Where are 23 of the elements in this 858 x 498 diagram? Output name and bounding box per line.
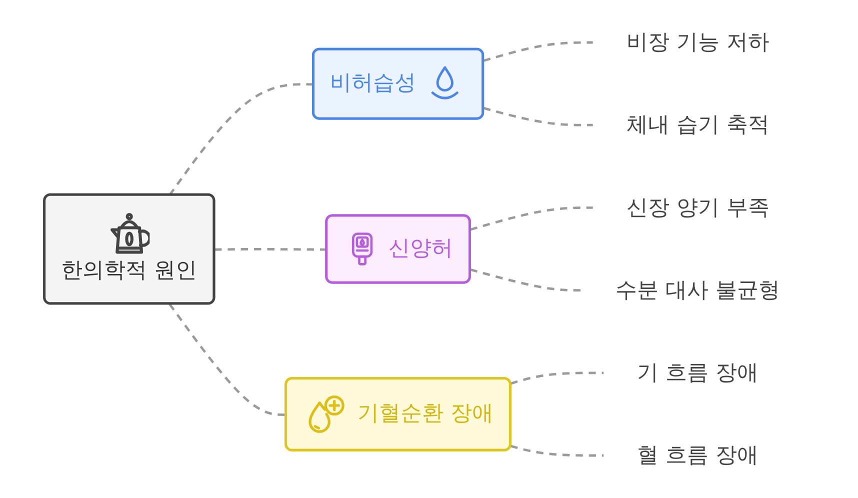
branch-box	[325, 214, 471, 284]
connector-line	[168, 83, 314, 196]
branch-label: 신양허	[388, 236, 453, 261]
branch-box	[284, 377, 512, 452]
connector-line	[483, 106, 593, 126]
branch-box	[312, 48, 484, 120]
topic-box	[43, 193, 216, 305]
connector-line	[510, 444, 604, 457]
leaf-text: 기 흐름 장애	[637, 360, 759, 386]
leaf-text: 혈 흐름 장애	[637, 442, 759, 468]
connector-line	[168, 303, 286, 416]
connector-line	[470, 206, 593, 231]
branch-label: 기혈순환 장애	[357, 400, 494, 426]
leaf-text: 수분 대사 불균형	[616, 278, 780, 303]
topic-label: 한의학적 원인	[61, 258, 198, 284]
connector-line	[483, 41, 593, 62]
connector-line	[510, 372, 604, 385]
leaf-text: 신장 양기 부족	[626, 195, 770, 220]
branch-label: 비허습성	[330, 70, 416, 96]
connector-line	[470, 268, 582, 292]
leaf-text: 체내 습기 축적	[626, 112, 770, 138]
connector-line	[214, 248, 327, 251]
leaf-text: 비장 기능 저하	[626, 30, 770, 56]
